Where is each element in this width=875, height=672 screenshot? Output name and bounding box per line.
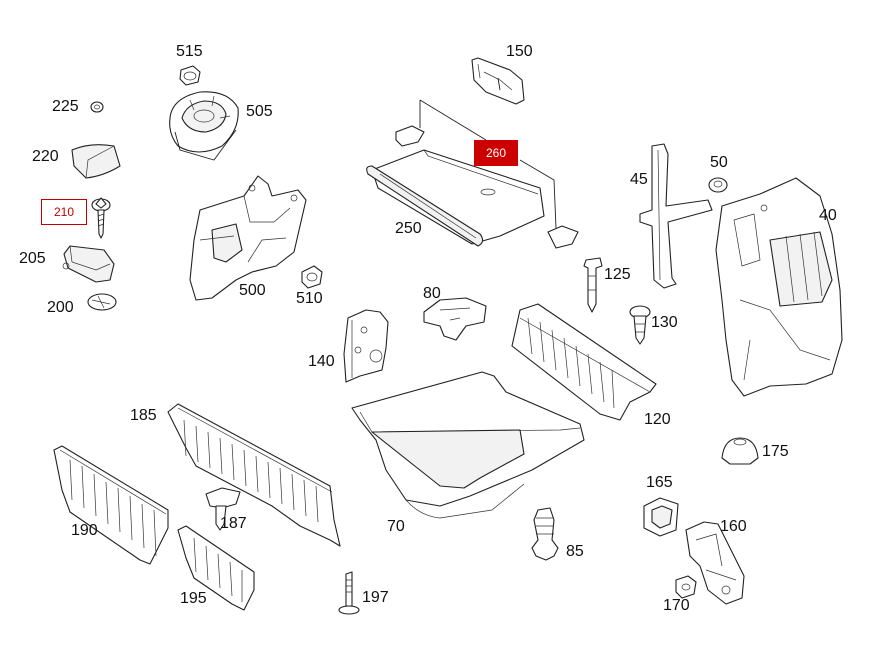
part-195-small-grille[interactable]	[177, 525, 255, 611]
part-120-ribbed-trim[interactable]	[511, 303, 657, 421]
label-80[interactable]: 80	[423, 285, 441, 302]
part-125-clip-pin[interactable]	[583, 257, 603, 313]
part-70-floor-panel[interactable]	[351, 371, 585, 519]
part-205-cover[interactable]	[62, 245, 115, 283]
label-200[interactable]: 200	[47, 299, 74, 316]
label-190[interactable]: 190	[71, 522, 98, 539]
label-185[interactable]: 185	[130, 407, 157, 424]
label-210-highlighted[interactable]: 210	[41, 199, 87, 225]
part-140-bracket-plate[interactable]	[343, 309, 389, 383]
part-220-cap[interactable]	[71, 144, 121, 179]
part-225-washer[interactable]	[90, 101, 104, 113]
part-185-long-grille[interactable]	[167, 403, 341, 547]
label-225[interactable]: 225	[52, 98, 79, 115]
label-160[interactable]: 160	[720, 518, 747, 535]
part-210-screw[interactable]	[91, 197, 111, 239]
label-165[interactable]: 165	[646, 474, 673, 491]
label-175[interactable]: 175	[762, 443, 789, 460]
part-50-grommet[interactable]	[708, 177, 728, 193]
part-515-nut[interactable]	[179, 65, 201, 86]
part-160-latch-assembly[interactable]	[685, 521, 745, 605]
label-510[interactable]: 510	[296, 290, 323, 307]
label-125[interactable]: 125	[604, 266, 631, 283]
part-500-bracket[interactable]	[189, 175, 307, 301]
label-220[interactable]: 220	[32, 148, 59, 165]
part-200-clip[interactable]	[87, 293, 117, 311]
part-190-grille-panel[interactable]	[53, 445, 169, 565]
label-187[interactable]: 187	[220, 515, 247, 532]
label-85[interactable]: 85	[566, 543, 584, 560]
label-40[interactable]: 40	[819, 207, 837, 224]
label-250[interactable]: 250	[395, 220, 422, 237]
label-197[interactable]: 197	[362, 589, 389, 606]
part-197-bolt[interactable]	[338, 571, 360, 615]
label-130[interactable]: 130	[651, 314, 678, 331]
label-515[interactable]: 515	[176, 43, 203, 60]
label-260-highlighted[interactable]: 260	[474, 140, 518, 166]
label-45[interactable]: 45	[630, 171, 648, 188]
part-80-clip[interactable]	[423, 297, 487, 341]
part-45-bracket-strip[interactable]	[639, 143, 713, 289]
label-505[interactable]: 505	[246, 103, 273, 120]
part-187-pin[interactable]	[205, 487, 241, 531]
part-505-spare-wheel-holder[interactable]	[169, 91, 239, 161]
label-70[interactable]: 70	[387, 518, 405, 535]
part-130-push-clip[interactable]	[629, 305, 651, 345]
label-50[interactable]: 50	[710, 154, 728, 171]
part-510-nut[interactable]	[301, 265, 323, 289]
label-205[interactable]: 205	[19, 250, 46, 267]
part-175-grommet[interactable]	[721, 437, 759, 465]
label-140[interactable]: 140	[308, 353, 335, 370]
label-150[interactable]: 150	[506, 43, 533, 60]
part-150-latch[interactable]	[471, 57, 525, 105]
label-500[interactable]: 500	[239, 282, 266, 299]
part-170-nut[interactable]	[675, 575, 697, 599]
label-120[interactable]: 120	[644, 411, 671, 428]
part-165-pad[interactable]	[643, 497, 679, 537]
part-40-side-panel[interactable]	[715, 177, 843, 397]
part-250-roller-cover[interactable]	[366, 99, 579, 249]
part-85-bump-stop[interactable]	[531, 507, 559, 561]
label-170[interactable]: 170	[663, 597, 690, 614]
label-195[interactable]: 195	[180, 590, 207, 607]
